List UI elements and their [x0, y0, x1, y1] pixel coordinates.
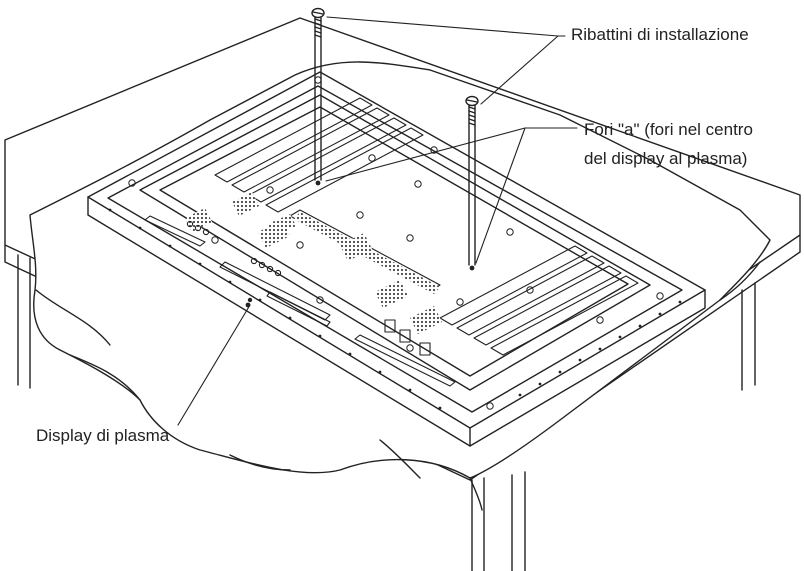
screws-label: Ribattini di installazione [571, 25, 749, 44]
holes-label-line2: del display al plasma) [584, 149, 748, 168]
installation-screw-right [465, 95, 479, 266]
leader-lines [177, 16, 578, 426]
holes-label-line1: Fori "a" (fori nel centro [584, 120, 753, 139]
installation-screw-left [311, 7, 325, 181]
plasma-display [87, 71, 706, 447]
display-label: Display di plasma [36, 426, 170, 445]
